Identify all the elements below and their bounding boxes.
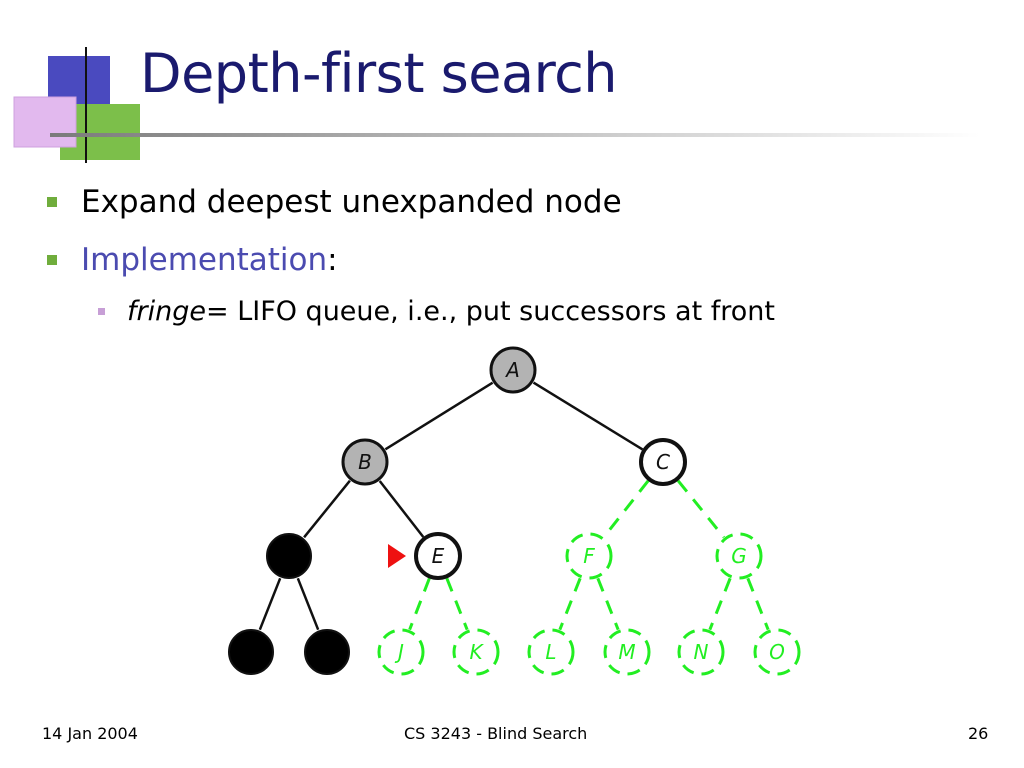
- tree-edge-f-m: [596, 577, 620, 631]
- tree-node-n: N: [677, 628, 725, 676]
- implementation-link[interactable]: Implementation: [81, 242, 328, 278]
- slide-title: Depth-first search: [140, 42, 618, 105]
- tree-edge-d-h: [258, 577, 282, 631]
- corner-decoration: [13, 47, 140, 163]
- tree-node-label: L: [545, 640, 556, 664]
- tree-node-i: [304, 629, 350, 675]
- tree-edge-b-d: [303, 479, 351, 539]
- tree-nodes: A B C E F G J K L M N O: [228, 346, 801, 676]
- tree-edge-a-b: [384, 381, 494, 451]
- fringe-term: fringe: [127, 296, 206, 327]
- tree-node-c: C: [639, 438, 687, 486]
- tree-edge-e-j: [408, 577, 431, 631]
- sub-bullet-marker: [98, 308, 105, 315]
- tree-node-e: E: [414, 532, 462, 580]
- tree-node-h: [228, 629, 274, 675]
- tree-node-label: G: [731, 544, 747, 568]
- tree-node-label: E: [432, 544, 445, 568]
- tree-edge-g-n: [708, 577, 732, 631]
- footer-date: 14 Jan 2004: [42, 724, 138, 743]
- tree-node-label: A: [504, 358, 520, 382]
- tree-node-label: M: [618, 640, 635, 664]
- tree-edge-b-e: [378, 480, 425, 538]
- footer-page-number: 26: [968, 724, 989, 743]
- tree-node-label: C: [656, 450, 670, 474]
- footer-course: CS 3243 - Blind Search: [404, 724, 588, 743]
- tree-edge-d-i: [296, 577, 320, 631]
- tree-edge-f-l: [558, 577, 582, 631]
- tree-edge-c-g: [676, 479, 726, 539]
- implementation-colon: :: [327, 242, 338, 278]
- tree-node-f: F: [565, 532, 613, 580]
- sub-bullet-fringe: fringe = LIFO queue, i.e., put successor…: [98, 296, 775, 327]
- tree-node-b: B: [341, 438, 389, 486]
- tree-edge-e-k: [445, 577, 469, 631]
- title-underline: [50, 133, 980, 137]
- tree-node-m: M: [603, 628, 651, 676]
- tree-marker: [388, 544, 406, 568]
- bullet-marker: [47, 197, 57, 207]
- tree-node-g: G: [715, 532, 763, 580]
- fringe-definition: = LIFO queue, i.e., put successors at fr…: [205, 296, 776, 327]
- tree-node-label: O: [769, 640, 785, 664]
- tree-edge-a-c: [532, 381, 644, 451]
- tree-node-a: A: [489, 346, 537, 394]
- bullet-implementation: Implementation:: [47, 242, 338, 278]
- tree-node-k: K: [452, 628, 500, 676]
- tree-node-label: F: [583, 544, 595, 568]
- tree-node-j: J: [377, 628, 425, 676]
- bullet-expand-deepest: Expand deepest unexpanded node: [47, 184, 622, 220]
- tree-node-label: B: [358, 450, 372, 474]
- tree-node-o: O: [753, 628, 801, 676]
- tree-node-label: K: [469, 640, 484, 664]
- tree-node-label: J: [394, 640, 404, 664]
- tree-node-label: N: [694, 640, 709, 664]
- current-node-marker-icon: [388, 544, 406, 568]
- tree-edges: [258, 381, 770, 631]
- tree-node-l: L: [527, 628, 575, 676]
- tree-node-d: [266, 533, 312, 579]
- tree-edge-g-o: [746, 577, 770, 631]
- tree-edge-c-f: [602, 479, 650, 539]
- bullet-text: Expand deepest unexpanded node: [81, 184, 622, 220]
- bullet-marker: [47, 255, 57, 265]
